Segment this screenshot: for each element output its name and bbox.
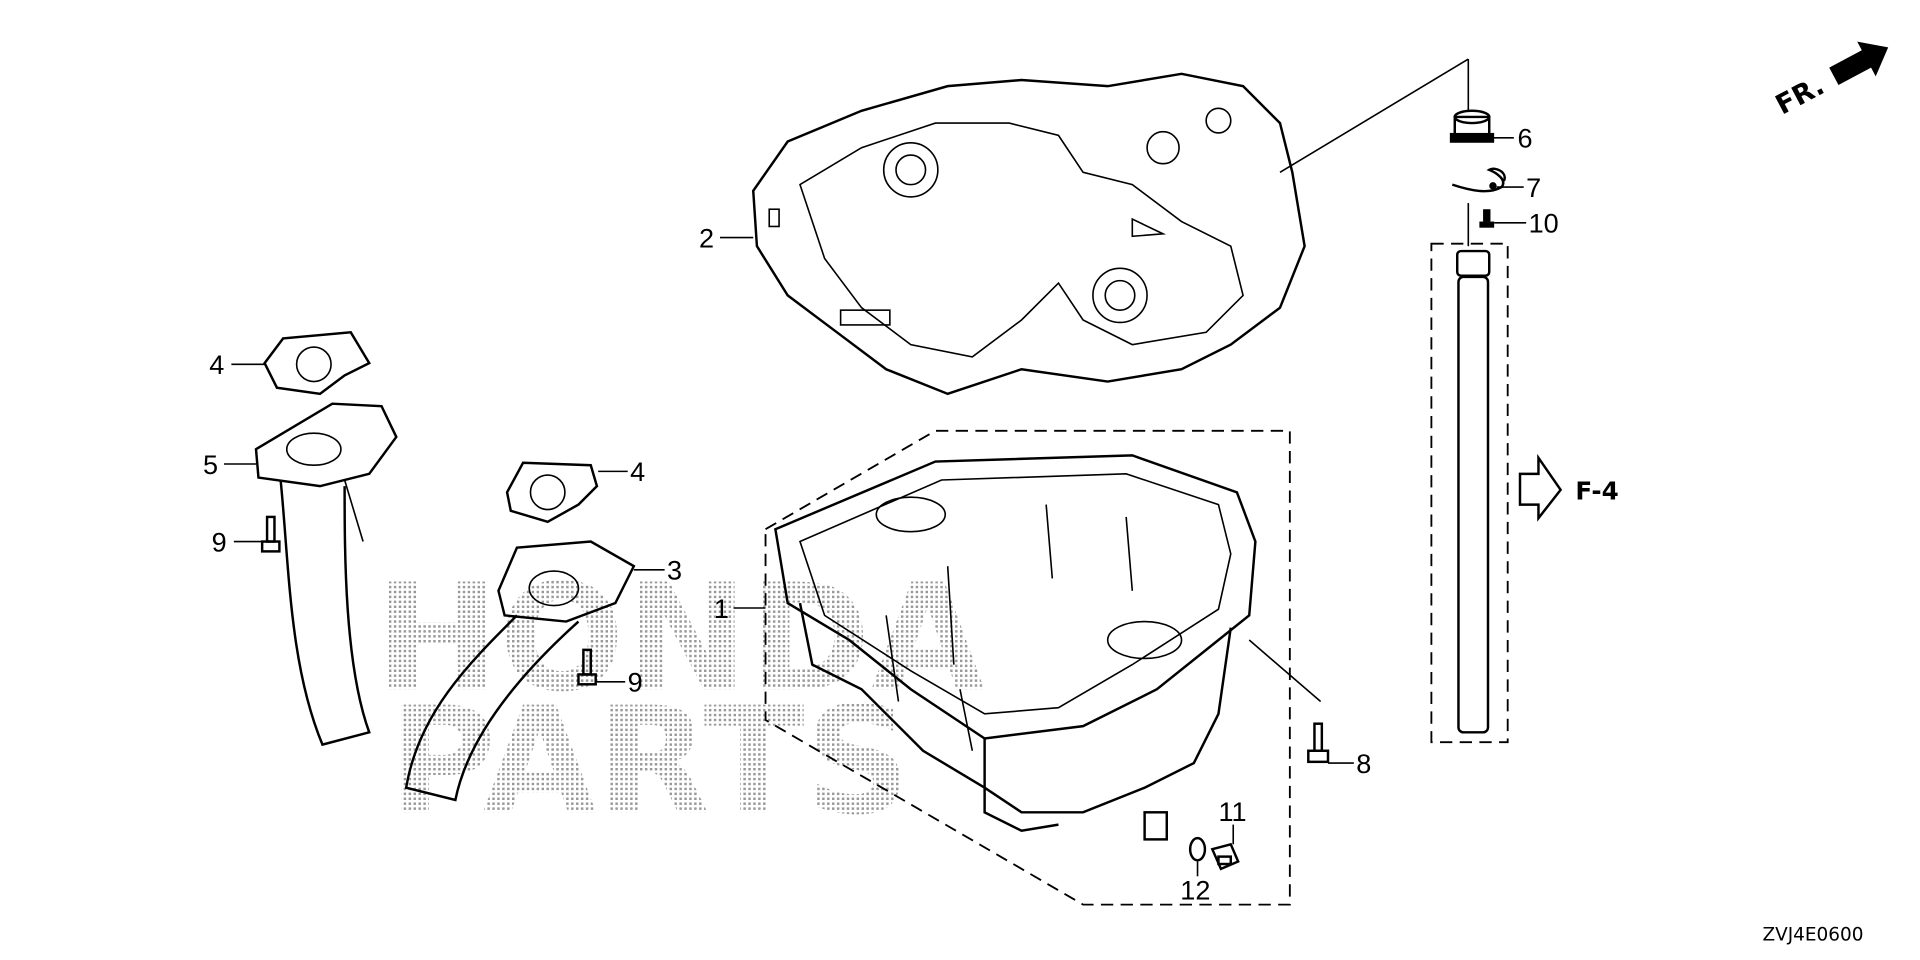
svg-text:HONDA: HONDA <box>375 552 985 724</box>
callout-4-a[interactable]: 4 <box>209 349 224 380</box>
svg-text:FR.: FR. <box>1771 70 1830 121</box>
oil-strainer-pipe-part-5 <box>254 402 398 747</box>
dipstick-tube-group-outline <box>1430 242 1509 744</box>
arrow-right-icon <box>1829 41 1889 86</box>
callout-1[interactable]: 1 <box>714 593 729 624</box>
gasket-part-4-a <box>263 331 371 396</box>
oil-pan-part-1 <box>774 454 1257 841</box>
reference-arrow-f4[interactable]: F-4 <box>1518 453 1619 522</box>
svg-text:PARTS: PARTS <box>388 675 911 847</box>
watermark: HONDA PARTS <box>375 552 985 847</box>
callout-11[interactable]: 11 <box>1218 796 1246 827</box>
clip-part-7 <box>1451 167 1506 193</box>
outline-arrow-icon <box>1518 453 1563 522</box>
diagram-code: ZVJ4E0600 <box>1762 924 1863 945</box>
bolt-part-10 <box>1479 209 1495 228</box>
callout-9-a[interactable]: 9 <box>212 526 227 557</box>
bolt-part-8 <box>1248 639 1330 764</box>
gasket-part-4-b <box>505 461 599 524</box>
reference-label: F-4 <box>1575 477 1618 506</box>
callout-3[interactable]: 3 <box>667 555 682 586</box>
callout-4-b[interactable]: 4 <box>630 456 645 487</box>
oil-pan-group-outline <box>764 429 1291 906</box>
gasket-part-2 <box>751 72 1306 396</box>
callout-7[interactable]: 7 <box>1526 172 1541 203</box>
callout-leaders <box>224 137 1527 877</box>
callout-12[interactable]: 12 <box>1180 875 1210 906</box>
callout-6[interactable]: 6 <box>1518 123 1533 154</box>
dipstick-tube <box>1456 249 1491 734</box>
bolt-part-9-a <box>260 515 281 553</box>
oil-filler-cap-part-6 <box>1449 109 1495 143</box>
oil-strainer-pipe-part-3 <box>404 540 636 802</box>
leader-line <box>1279 58 1469 173</box>
front-direction-indicator: FR. <box>1771 41 1889 121</box>
bolt-part-9-b <box>577 648 597 686</box>
drain-bolt-part-11 <box>1210 842 1240 871</box>
callout-2[interactable]: 2 <box>699 222 714 253</box>
callout-9-b[interactable]: 9 <box>628 667 643 698</box>
callout-5[interactable]: 5 <box>203 449 218 480</box>
callout-10[interactable]: 10 <box>1529 208 1559 239</box>
washer-part-12 <box>1188 836 1207 862</box>
callout-8[interactable]: 8 <box>1356 748 1371 779</box>
